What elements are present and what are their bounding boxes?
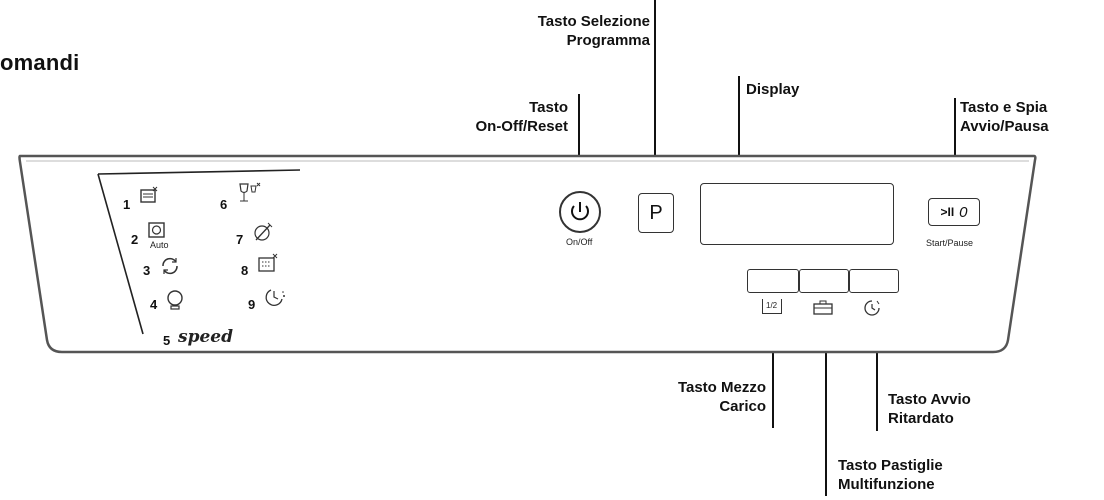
leader-program	[654, 0, 656, 158]
callout-line: Programma	[566, 32, 650, 49]
callout-multifunction-tablets: Tasto Pastiglie Multifunzione	[838, 456, 943, 494]
callout-line: Avvio/Pausa	[960, 118, 1049, 135]
callout-line: Tasto	[529, 99, 568, 116]
leader-display	[738, 76, 740, 181]
tablets-button[interactable]	[799, 269, 849, 293]
half-load-icon: 1/2	[762, 299, 782, 314]
callout-onoff-reset: Tasto On-Off/Reset	[426, 98, 568, 136]
callout-start-pause: Tasto e Spia Avvio/Pausa	[960, 98, 1049, 136]
callout-half-load: Tasto Mezzo Carico	[620, 378, 766, 416]
leader-onoff	[578, 94, 580, 180]
tablet-icon	[813, 300, 833, 315]
start-pause-button[interactable]: >II 0	[928, 198, 980, 226]
program-8-icon	[258, 253, 278, 272]
program-select-button[interactable]: P	[638, 193, 674, 233]
callout-line: Display	[746, 81, 800, 98]
speed-logo: speed	[178, 327, 233, 347]
power-button[interactable]	[559, 191, 601, 233]
power-button-label: On/Off	[566, 237, 593, 247]
program-6-icon	[239, 182, 261, 202]
callout-line: Tasto Pastiglie	[838, 457, 943, 474]
delay-start-button[interactable]	[849, 269, 899, 293]
program-6-number: 6	[220, 197, 228, 212]
program-2-icon	[148, 222, 165, 238]
callout-line: Tasto e Spia	[960, 99, 1048, 116]
program-2-number: 2	[131, 232, 139, 247]
auto-label: Auto	[150, 240, 169, 250]
start-pause-indicator: 0	[959, 203, 968, 221]
program-4-icon	[167, 290, 183, 310]
callout-display: Display	[746, 80, 799, 99]
program-7-icon	[254, 222, 273, 241]
program-4-number: 4	[150, 297, 158, 312]
display-screen	[700, 183, 894, 245]
program-1-number: 1	[123, 197, 131, 212]
program-1-icon	[140, 186, 158, 203]
callout-line: On-Off/Reset	[475, 118, 568, 135]
program-8-number: 8	[241, 263, 249, 278]
leader-start-pause	[954, 98, 956, 183]
half-load-button[interactable]	[747, 269, 799, 293]
callout-line: Carico	[719, 398, 766, 415]
program-5-number: 5	[163, 333, 171, 348]
callout-line: Tasto Selezione	[537, 13, 650, 30]
callout-program-select: Tasto Selezione Programma	[468, 12, 650, 50]
program-7-number: 7	[236, 232, 244, 247]
callout-line: Tasto Mezzo	[677, 379, 766, 396]
start-pause-icon: >II	[940, 205, 955, 219]
callout-delay-start: Tasto Avvio Ritardato	[888, 390, 971, 428]
callout-line: Multifunzione	[838, 476, 935, 493]
leader-half-load	[772, 336, 774, 428]
leader-delay	[876, 336, 878, 431]
program-select-glyph: P	[649, 201, 663, 224]
power-icon	[571, 202, 589, 221]
program-9-icon	[265, 289, 285, 306]
clock-icon	[864, 300, 880, 316]
start-pause-label: Start/Pause	[926, 238, 974, 248]
callout-line: Tasto Avvio	[888, 391, 971, 408]
half-load-glyph: 1/2	[766, 301, 778, 310]
leader-tablets	[825, 336, 827, 496]
program-3-icon	[162, 257, 178, 275]
callout-line: Ritardato	[888, 410, 954, 427]
program-9-number: 9	[248, 297, 256, 312]
section-title: omandi	[0, 50, 80, 75]
program-3-number: 3	[143, 263, 151, 278]
